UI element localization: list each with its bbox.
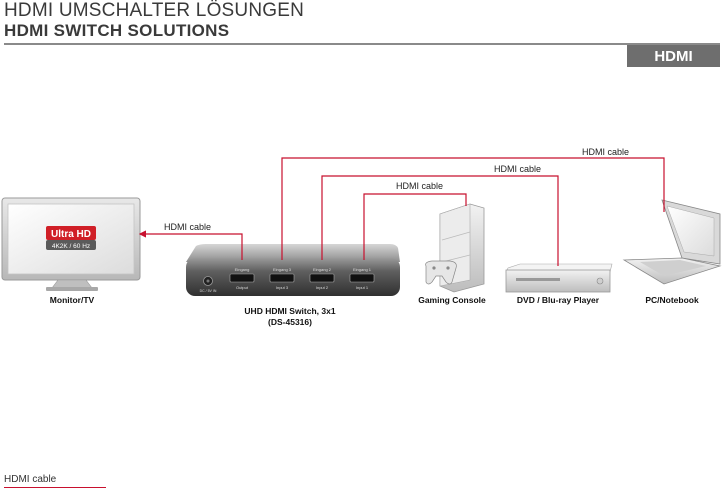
svg-text:Eingang 2: Eingang 2 [313,267,332,272]
svg-text:Input 3: Input 3 [276,285,289,290]
svg-text:Input 1: Input 1 [356,285,369,290]
page-title-german: HDMI UMSCHALTER LÖSUNGEN [4,0,305,21]
dvd-player [505,263,613,293]
dc-label: DC / 5V IN [200,289,217,293]
legend-label: HDMI cable [4,474,57,485]
svg-text:Output: Output [236,285,249,290]
cable-console-label: HDMI cable [396,181,443,191]
hdmi-badge: HDMI [627,45,720,67]
pc-notebook [622,199,722,285]
svg-text:Eingang 1: Eingang 1 [353,267,372,272]
dvd-label: DVD / Blu-ray Player [517,295,600,305]
cables [138,157,665,266]
svg-text:Input 2: Input 2 [316,285,329,290]
cable-console [363,193,467,260]
console-label: Gaming Console [418,295,486,305]
cable-pc-label: HDMI cable [582,147,629,157]
monitor-tv: Ultra HD 4K2K / 60 Hz [1,197,141,291]
input-2-port: Eingang 2 Input 2 [309,267,335,290]
cable-pc [281,157,665,260]
svg-text:Eingang 3: Eingang 3 [273,267,292,272]
switch-model-label: (DS-45316) [268,317,312,327]
pc-label: PC/Notebook [645,295,699,305]
tv-spec-badge [46,240,96,250]
cable-dvd-label: HDMI cable [494,164,541,174]
switch-name-label: UHD HDMI Switch, 3x1 [244,306,335,316]
ultra-hd-logo [46,226,96,240]
svg-text:Eingang: Eingang [235,267,250,272]
cable-dvd [321,175,559,266]
hdmi-switch: DC / 5V IN Eingang Output Eingang 3 Inpu… [186,244,400,296]
output-port: Eingang Output [229,267,255,290]
input-1-port: Eingang 1 Input 1 [349,267,375,290]
page-title-english: HDMI SWITCH SOLUTIONS [4,21,230,40]
gaming-console [425,203,485,293]
header-rule [4,43,720,45]
ultra-hd-logo-text: Ultra HD [51,229,91,240]
tv-spec-text: 4K2K / 60 Hz [52,243,90,250]
cable-to-tv [138,230,243,260]
input-3-port: Eingang 3 Input 3 [269,267,295,290]
cable-tv-label: HDMI cable [164,222,211,232]
tv-label: Monitor/TV [50,295,95,305]
